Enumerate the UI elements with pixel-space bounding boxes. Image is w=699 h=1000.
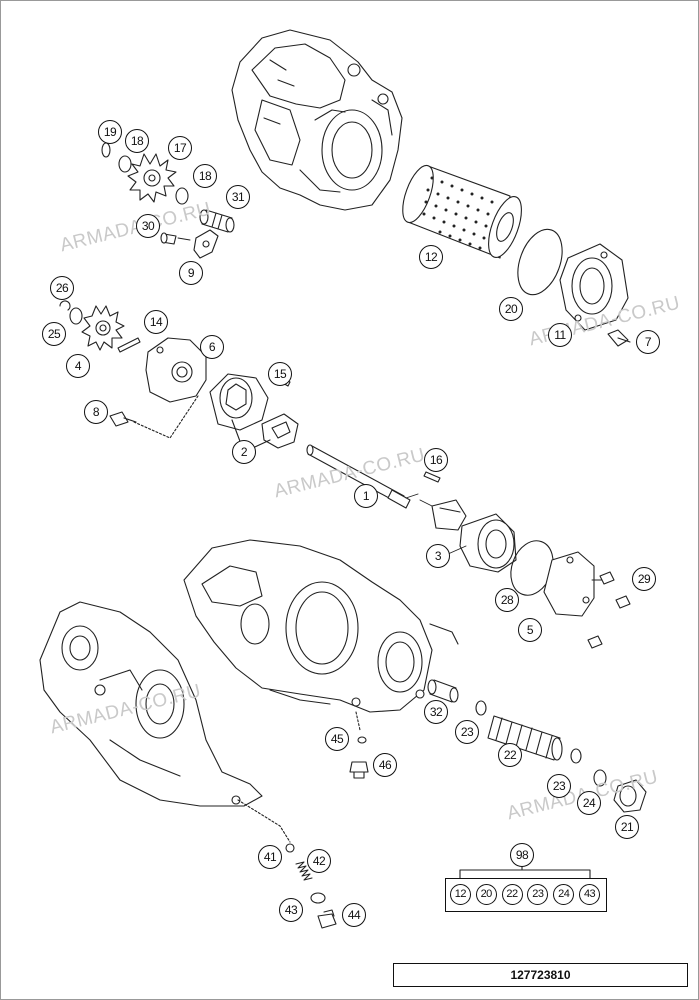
kit-leader: [459, 865, 591, 879]
kit-item-callout[interactable]: 22: [501, 883, 523, 905]
washer-43: [310, 892, 326, 904]
callout-31[interactable]: 31: [226, 185, 250, 209]
bushing-31: [199, 209, 235, 233]
plug-44: [317, 909, 337, 929]
callout-15[interactable]: 15: [268, 362, 292, 386]
circlip-26: [59, 300, 71, 311]
callout-12[interactable]: 12: [419, 245, 443, 269]
kit-item-callout[interactable]: 24: [553, 883, 575, 905]
washer-18b: [175, 187, 189, 205]
kit-item-callout[interactable]: 12: [449, 883, 471, 905]
oil-filter: [402, 164, 522, 259]
callout-23[interactable]: 23: [547, 774, 571, 798]
pump-cover-5: [543, 551, 595, 617]
callout-2[interactable]: 2: [232, 440, 256, 464]
bracket-9: [193, 229, 219, 259]
pump-housing-3: [431, 499, 517, 573]
callout-21[interactable]: 21: [615, 815, 639, 839]
oil-filter-cover: [559, 243, 629, 331]
inner-rotor-2: [261, 413, 299, 449]
pin-16: [423, 471, 441, 483]
plug-21: [613, 779, 647, 813]
screws-29: [587, 571, 631, 649]
pin-14: [117, 337, 141, 353]
crankcase-left: [39, 601, 263, 807]
callout-7[interactable]: 7: [636, 330, 660, 354]
kit-item-callout[interactable]: 20: [475, 883, 497, 905]
oil-screen-22: [487, 715, 563, 761]
circlip-19: [101, 142, 111, 158]
o-ring-24: [593, 769, 607, 787]
callout-14[interactable]: 14: [144, 310, 168, 334]
callout-18[interactable]: 18: [125, 129, 149, 153]
washer-25: [69, 307, 83, 325]
diagram-number-box: 127723810: [393, 963, 688, 987]
callout-22[interactable]: 22: [498, 743, 522, 767]
gear-4: [81, 305, 125, 351]
leader-8: [133, 395, 199, 439]
kit-contents-box: [445, 878, 607, 912]
callout-9[interactable]: 9: [179, 261, 203, 285]
pump-rotor-2: [209, 373, 269, 431]
callout-19[interactable]: 19: [98, 120, 122, 144]
kit-item-callout[interactable]: 43: [579, 883, 601, 905]
o-ring-20: [517, 228, 563, 296]
callout-8[interactable]: 8: [84, 400, 108, 424]
callout-23[interactable]: 23: [455, 720, 479, 744]
washer-18: [118, 155, 132, 173]
o-ring-23a: [475, 700, 487, 716]
sprocket-17: [127, 153, 177, 203]
ball-41: [285, 843, 295, 853]
callout-42[interactable]: 42: [307, 849, 331, 873]
callout-20[interactable]: 20: [499, 297, 523, 321]
callout-25[interactable]: 25: [42, 322, 66, 346]
pin-30: [160, 232, 177, 245]
callout-26[interactable]: 26: [50, 276, 74, 300]
callout-98[interactable]: 98: [510, 843, 534, 867]
callout-16[interactable]: 16: [424, 448, 448, 472]
plug-46: [349, 761, 369, 779]
pump-cover-6: [145, 337, 207, 403]
callout-46[interactable]: 46: [373, 753, 397, 777]
screw-8: [109, 411, 137, 427]
callout-4[interactable]: 4: [66, 354, 90, 378]
o-ring-23b: [570, 748, 582, 764]
callout-45[interactable]: 45: [325, 727, 349, 751]
callout-41[interactable]: 41: [258, 845, 282, 869]
callout-44[interactable]: 44: [342, 903, 366, 927]
callout-3[interactable]: 3: [426, 544, 450, 568]
callout-29[interactable]: 29: [632, 567, 656, 591]
callout-18[interactable]: 18: [193, 164, 217, 188]
callout-6[interactable]: 6: [200, 335, 224, 359]
kit-contents-row: 12 20 22 23 24 43: [445, 878, 605, 910]
spring-42: [295, 861, 313, 881]
leader-45: [355, 711, 361, 731]
callout-24[interactable]: 24: [577, 791, 601, 815]
crankcase-upper-section: [231, 29, 403, 211]
callout-30[interactable]: 30: [136, 214, 160, 238]
leader-41: [237, 799, 291, 843]
callout-43[interactable]: 43: [279, 898, 303, 922]
callout-1[interactable]: 1: [354, 484, 378, 508]
callout-5[interactable]: 5: [518, 618, 542, 642]
diagram-number: 127723810: [510, 968, 571, 982]
callout-32[interactable]: 32: [424, 700, 448, 724]
crankcase-center: [183, 539, 459, 713]
callout-17[interactable]: 17: [168, 136, 192, 160]
callout-28[interactable]: 28: [495, 588, 519, 612]
kit-item-callout[interactable]: 23: [527, 883, 549, 905]
o-ring-45: [357, 736, 367, 744]
pump-shaft-1: [306, 444, 411, 509]
sleeve-32: [427, 679, 459, 703]
bolt-7: [607, 329, 631, 347]
callout-11[interactable]: 11: [548, 323, 572, 347]
